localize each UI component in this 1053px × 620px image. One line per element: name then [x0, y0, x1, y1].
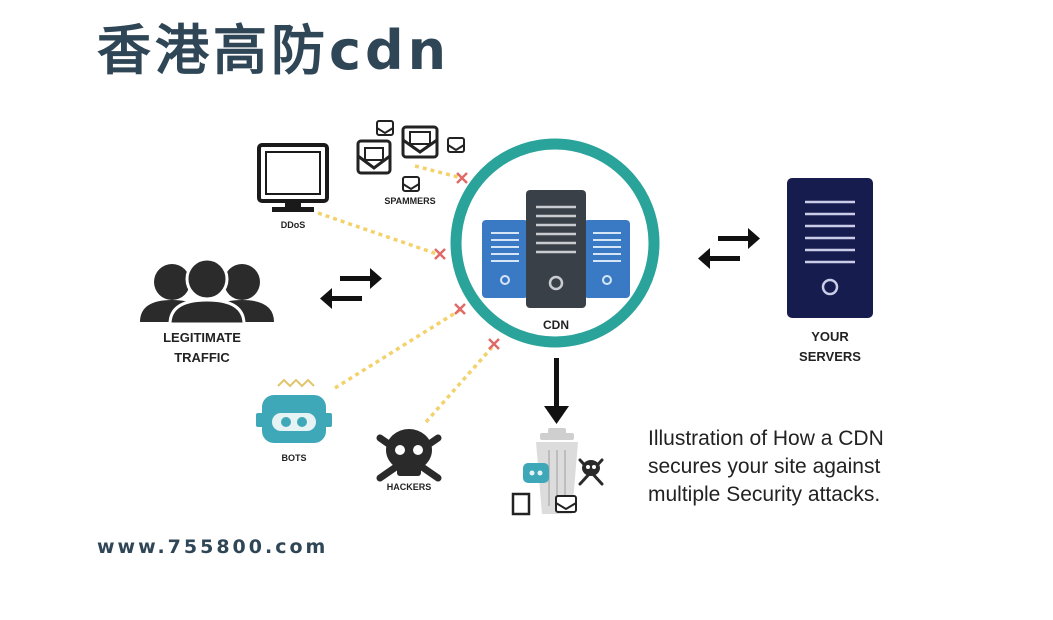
monitor-icon: [257, 143, 329, 212]
hackers-label: HACKERS: [387, 482, 432, 492]
bots-line: [334, 308, 461, 390]
server-icon: [584, 220, 630, 298]
attack-lines: [317, 164, 496, 424]
exchange-arrows-icon: [320, 268, 382, 309]
block-x-icon: [454, 303, 466, 315]
envelope-icon: [376, 120, 394, 136]
block-x-icon: [434, 248, 446, 260]
legit-label-line1: LEGITIMATE: [163, 330, 241, 345]
block-x-icon: [488, 338, 500, 350]
block-x-icon: [456, 172, 468, 184]
block-marks: [434, 172, 500, 350]
envelope-icon: [555, 495, 577, 513]
bot-icon: [523, 463, 549, 483]
caption-line: multiple Security attacks.: [648, 483, 880, 506]
bots-label: BOTS: [281, 453, 306, 463]
server-icon: [482, 220, 528, 298]
users-icon: [140, 257, 274, 326]
caption-line: Illustration of How a CDN: [648, 427, 884, 450]
servers-label-line2: SERVERS: [799, 349, 861, 364]
server-icon: [526, 190, 586, 308]
envelope-icon: [356, 139, 392, 175]
website-url: www.755800.com: [97, 536, 329, 558]
envelope-icon: [402, 176, 420, 192]
skull-icon: [376, 429, 442, 482]
monitor-icon: [511, 492, 531, 516]
envelope-icon: [401, 125, 439, 159]
down-arrow-icon: [544, 358, 569, 424]
spammers-label: SPAMMERS: [384, 196, 435, 206]
caption-line: secures your site against: [648, 455, 880, 478]
skull-icon: [578, 458, 604, 486]
legit-label-line2: TRAFFIC: [174, 350, 230, 365]
your-server-icon: [787, 178, 873, 318]
exchange-arrows-icon: [698, 228, 760, 269]
spammers-group: [356, 120, 465, 192]
spam-line: [414, 164, 463, 180]
cdn-label: CDN: [543, 318, 569, 332]
diagram-caption: Illustration of How a CDN secures your s…: [648, 427, 884, 506]
bot-icon: [256, 378, 332, 443]
hackers-line: [424, 343, 496, 424]
envelope-icon: [447, 137, 465, 153]
page-title: 香港高防cdn: [97, 19, 451, 82]
ddos-line: [317, 211, 441, 257]
ddos-label: DDoS: [281, 220, 306, 230]
servers-label-line1: YOUR: [811, 329, 849, 344]
cdn-servers-icon: [482, 190, 630, 308]
